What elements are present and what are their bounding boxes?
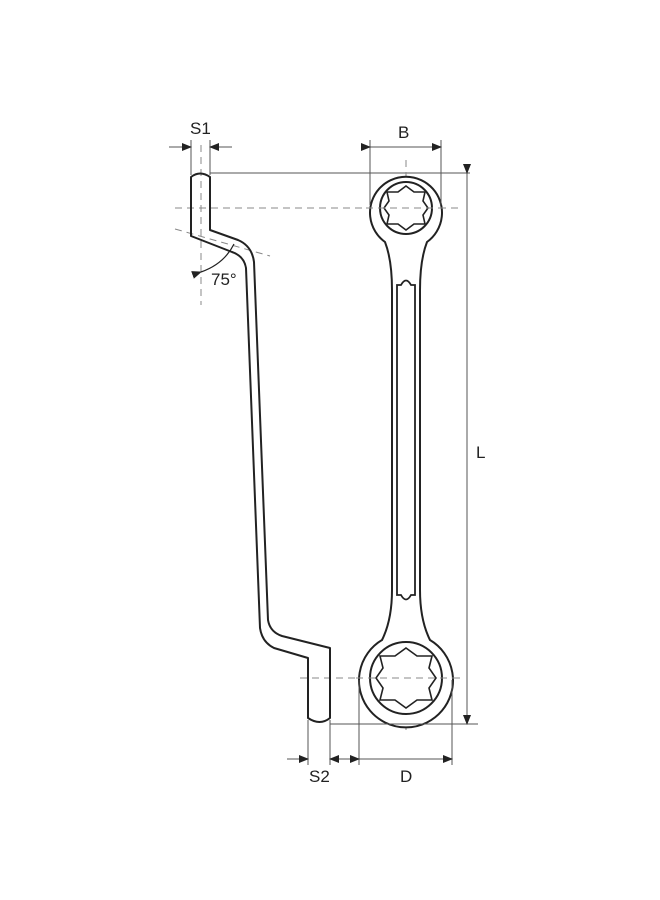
s2-label: S2 xyxy=(309,767,330,786)
front-outline xyxy=(358,175,454,729)
ring-centerlines xyxy=(356,207,456,679)
s2-dimension xyxy=(287,720,352,765)
side-profile-outline xyxy=(190,172,331,723)
side-profile-view xyxy=(169,140,470,765)
bottom-12-point-socket xyxy=(375,647,437,709)
angle-label: 75° xyxy=(211,270,237,289)
b-label: B xyxy=(398,123,410,142)
l-label: L xyxy=(476,443,486,462)
s1-dimension xyxy=(169,140,470,175)
l-dimension xyxy=(330,164,478,725)
d-label: D xyxy=(400,767,413,786)
angle-arc xyxy=(191,243,235,279)
handle-slot xyxy=(396,279,416,601)
s1-label: S1 xyxy=(190,119,211,138)
b-dimension xyxy=(361,140,442,205)
d-dimension xyxy=(350,680,453,765)
top-12-point-socket xyxy=(383,185,429,231)
front-view xyxy=(330,140,478,765)
